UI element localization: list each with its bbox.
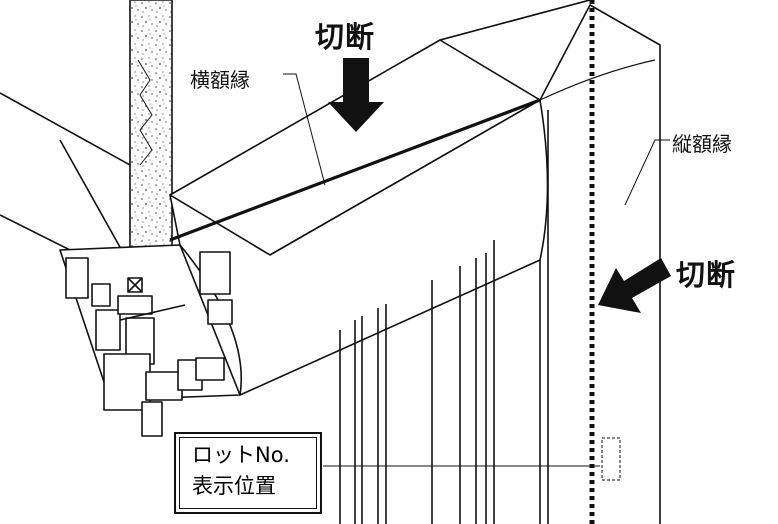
lot-number-callout: ロットNo. 表示位置 (174, 432, 322, 514)
cut-label-right: 切断 (676, 258, 737, 292)
cut-label-top: 切断 (315, 20, 376, 54)
jamb-frame-label: 縦額縁 (672, 132, 732, 156)
arrow-down-icon (328, 58, 384, 132)
lot-label-line2: 表示位置 (192, 474, 276, 498)
lot-number-marker (601, 437, 621, 481)
head-frame-label: 横額縁 (190, 68, 250, 92)
arrow-left-icon (598, 258, 671, 313)
lot-label-line1: ロットNo. (192, 443, 290, 467)
